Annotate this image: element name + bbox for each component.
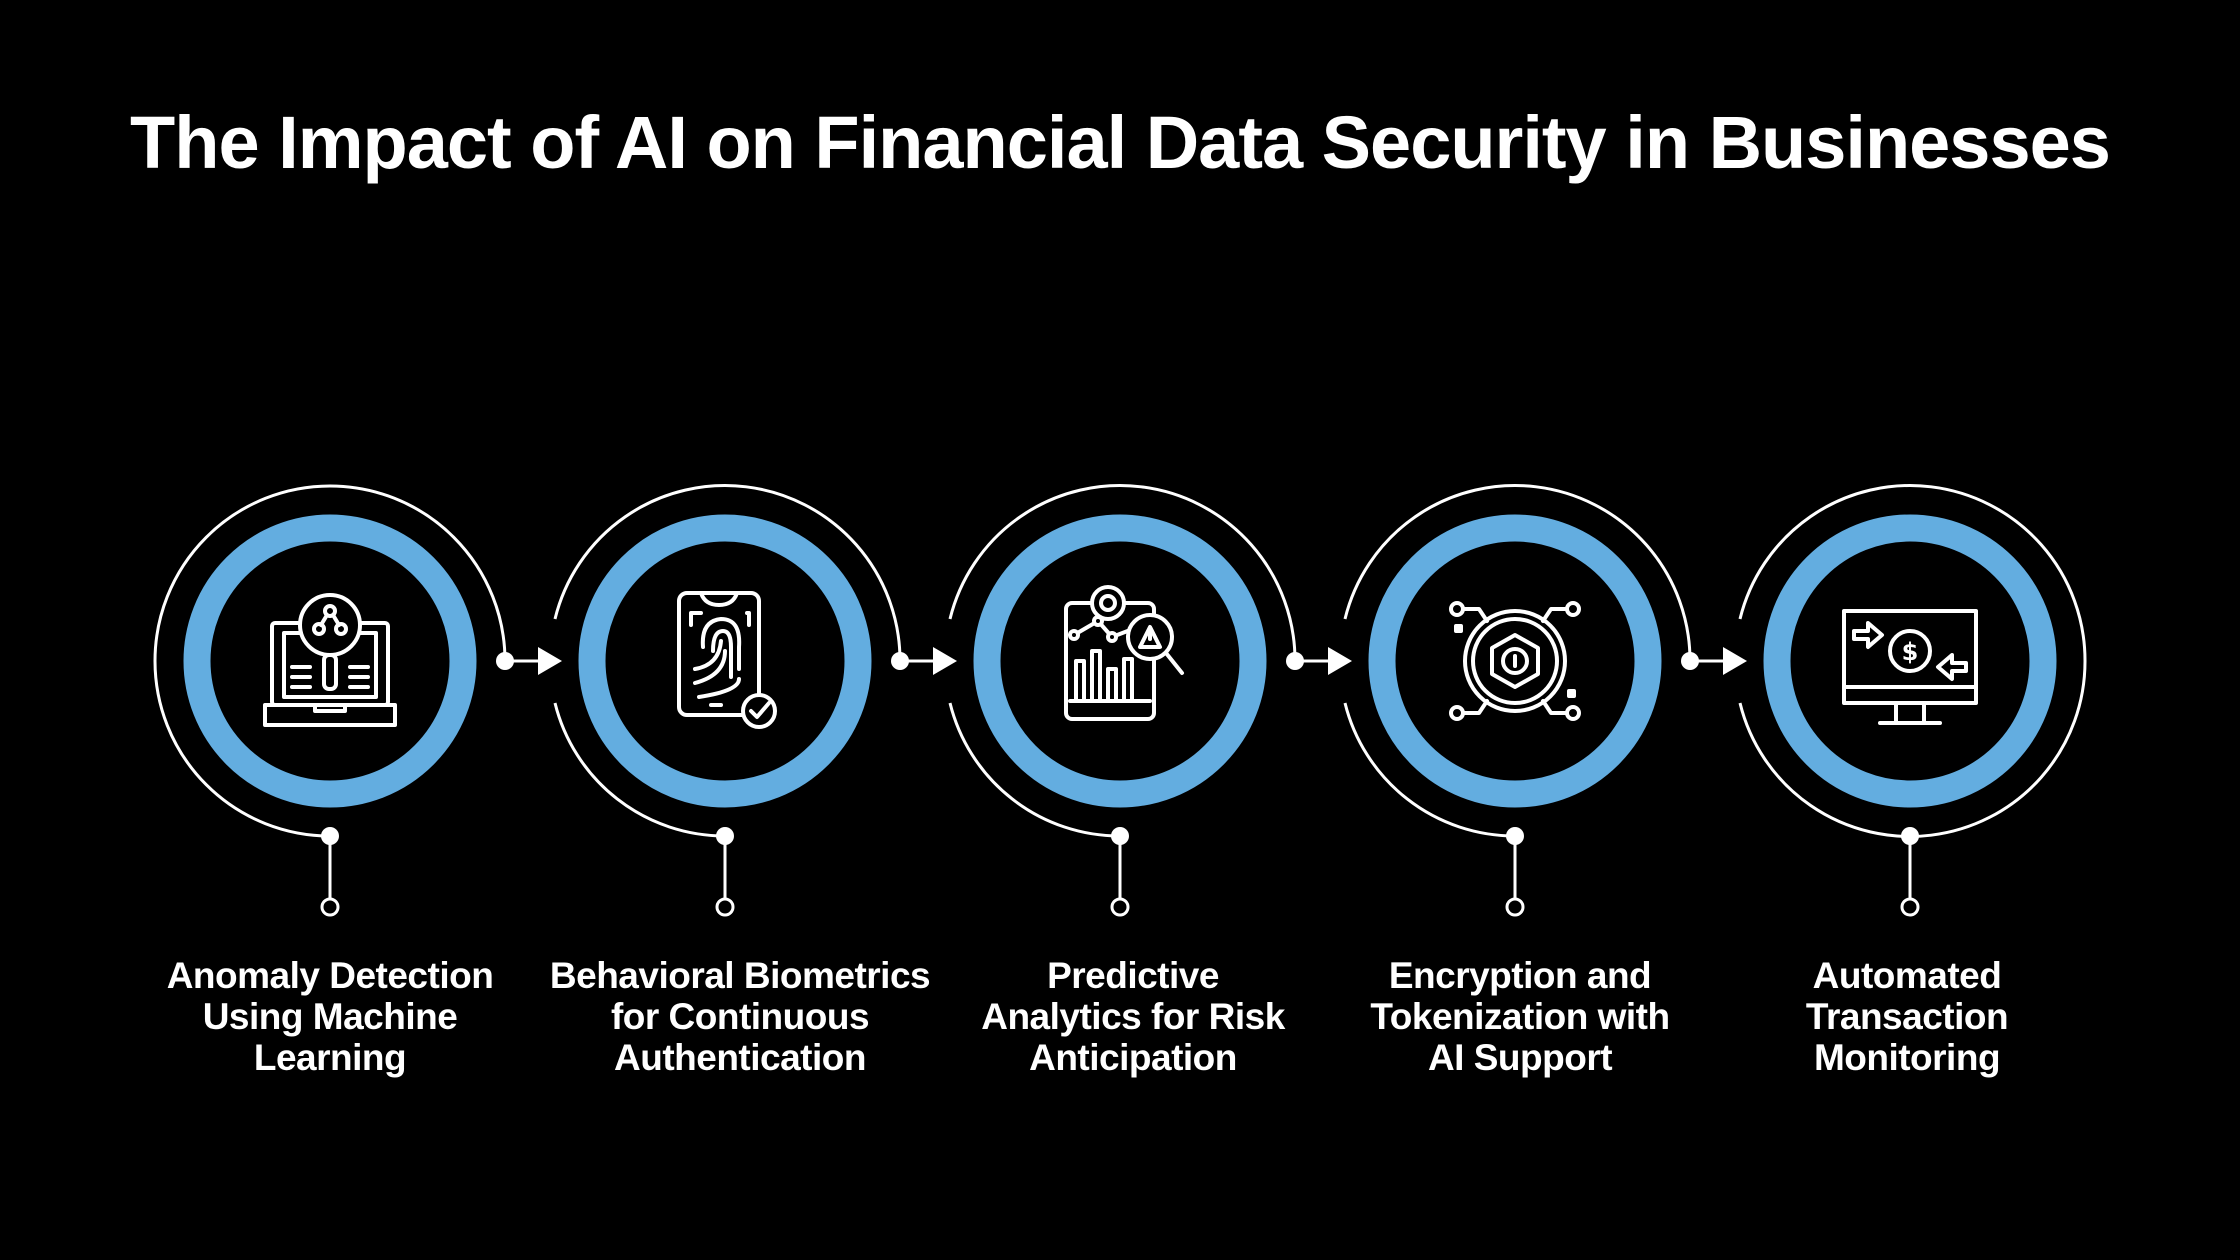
- step-label-1: Anomaly Detection Using Machine Learning: [130, 955, 530, 1078]
- blue-ring: [183, 514, 477, 808]
- report-chart-warning-search-icon: [1064, 585, 1184, 721]
- end-node: [320, 897, 340, 917]
- label-line: Encryption and: [1388, 955, 1652, 996]
- page-title: The Impact of AI on Financial Data Secur…: [130, 101, 2111, 184]
- phone-fingerprint-check-icon: [677, 591, 777, 729]
- label-line: Automated: [1812, 955, 2002, 996]
- arrow-connector-3: [1295, 647, 1352, 675]
- arrow-connector-4: [1690, 647, 1747, 675]
- laptop-network-search-icon: [263, 593, 397, 727]
- monitor-dollar-transfer-icon: $: [1842, 609, 1978, 725]
- label-line: Predictive: [1047, 955, 1219, 996]
- step-5: $: [1738, 484, 2087, 917]
- label-line: Authentication: [614, 1037, 866, 1078]
- label-line: Using Machine: [202, 996, 458, 1037]
- step-2: [553, 484, 909, 917]
- label-line: Anomaly Detection: [166, 955, 494, 996]
- label-line: Monitoring: [1813, 1037, 2001, 1078]
- step-1: [153, 484, 514, 917]
- label-line: Learning: [253, 1037, 407, 1078]
- label-line: Tokenization with: [1370, 996, 1670, 1037]
- label-line: Anticipation: [1029, 1037, 1237, 1078]
- step-label-5: Automated Transaction Monitoring: [1707, 955, 2107, 1078]
- step-3: [948, 484, 1304, 917]
- label-line: Transaction: [1805, 996, 2009, 1037]
- svg-text:$: $: [1902, 638, 1919, 666]
- arrow-connector-1: [505, 647, 562, 675]
- label-line: Analytics for Risk: [981, 996, 1285, 1037]
- outer-arc: [153, 484, 507, 838]
- step-label-4: Encryption and Tokenization with AI Supp…: [1320, 955, 1720, 1078]
- step-4: [1343, 484, 1699, 917]
- step-label-3: Predictive Analytics for Risk Anticipati…: [933, 955, 1333, 1078]
- step-label-2: Behavioral Biometrics for Continuous Aut…: [540, 955, 940, 1078]
- label-line: Behavioral Biometrics: [549, 955, 931, 996]
- label-line: AI Support: [1427, 1037, 1613, 1078]
- arrow-connector-2: [900, 647, 957, 675]
- label-line: for Continuous: [610, 996, 870, 1037]
- hexagon-lock-circuit-icon: [1449, 601, 1581, 721]
